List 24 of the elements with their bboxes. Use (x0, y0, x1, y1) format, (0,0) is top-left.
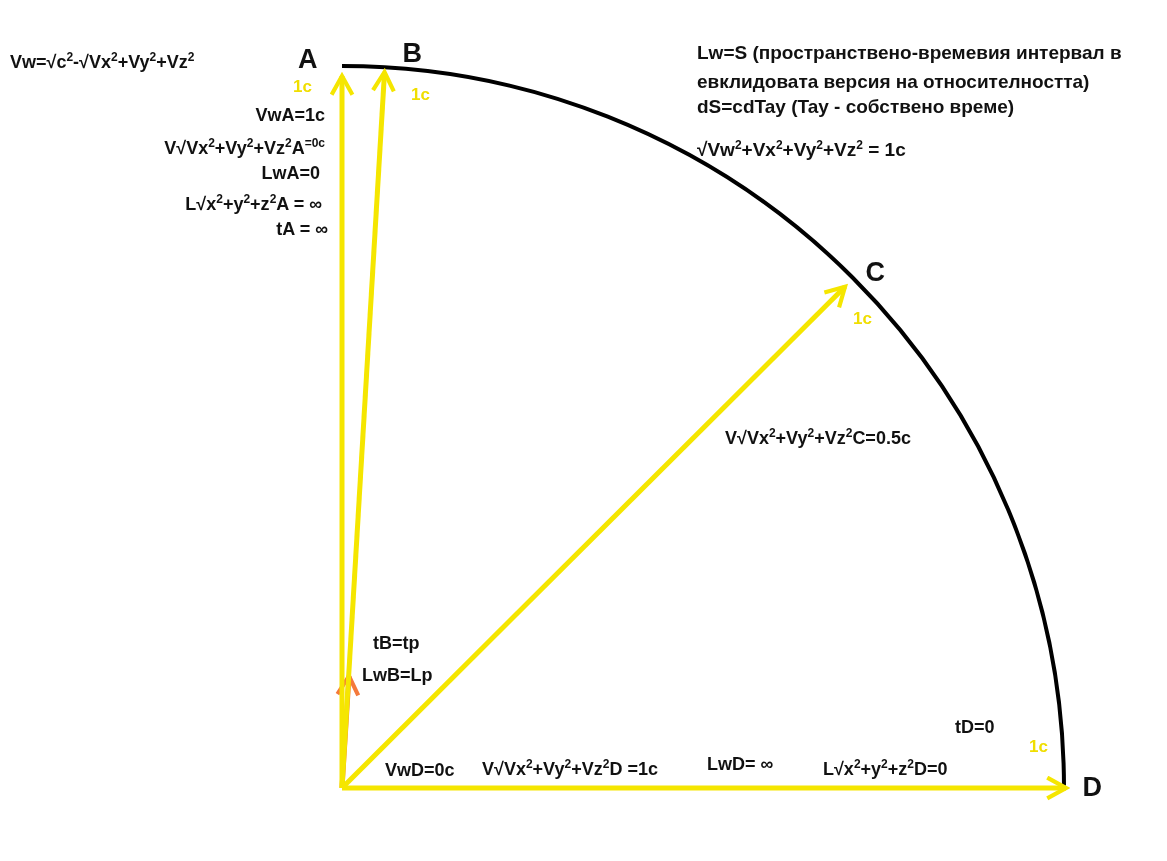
vector-arrow (342, 775, 1069, 801)
formula: tD=0 (955, 716, 995, 738)
point-letter: B (378, 36, 422, 72)
formula: V√Vx$^{2}$+Vy$^{2}$+Vz$^{2}$C=0.5c (725, 425, 911, 449)
formula: LwD= ∞ (707, 753, 774, 775)
formula: VwA=1c (255, 104, 325, 126)
vector-arrow (339, 69, 396, 789)
formula: LwA=0 (261, 162, 320, 184)
formula: V√Vx$^{2}$+Vy$^{2}$+Vz$^{2}$D =1c (482, 756, 658, 780)
formula: √Vw$^{2}$+Vx$^{2}$+Vy$^{2}$+Vz$^{2}$ = 1c (697, 137, 906, 162)
formula: dS=cdTay (Tay - собствено време) (697, 96, 1015, 118)
formula: LwB=Lp (362, 664, 433, 686)
formula: V√Vx$^{2}$+Vy$^{2}$+Vz$^{2}$A$^{=0c}$ (164, 135, 325, 159)
formula: L√x$^{2}$+y$^{2}$+z$^{2}$D=0 (823, 756, 948, 780)
point-letter: C (845, 255, 885, 289)
formula: Vw=√c$^{2}$-√Vx$^{2}$+Vy$^{2}$+Vz$^{2}$ (10, 49, 195, 73)
point-letter: A (298, 42, 346, 76)
formula: tA = ∞ (276, 218, 328, 240)
formula: tB=tp (373, 632, 420, 654)
formula: L√x$^{2}$+y$^{2}$+z$^{2}$A = ∞ (185, 191, 322, 215)
note-text: Lw=S (пространствено-времевия интервал в евклидовата версия на относителността) (697, 41, 1123, 94)
formula: VwD=0c (385, 759, 455, 781)
vector-arrow (340, 284, 848, 790)
point-letter: D (1066, 770, 1102, 806)
